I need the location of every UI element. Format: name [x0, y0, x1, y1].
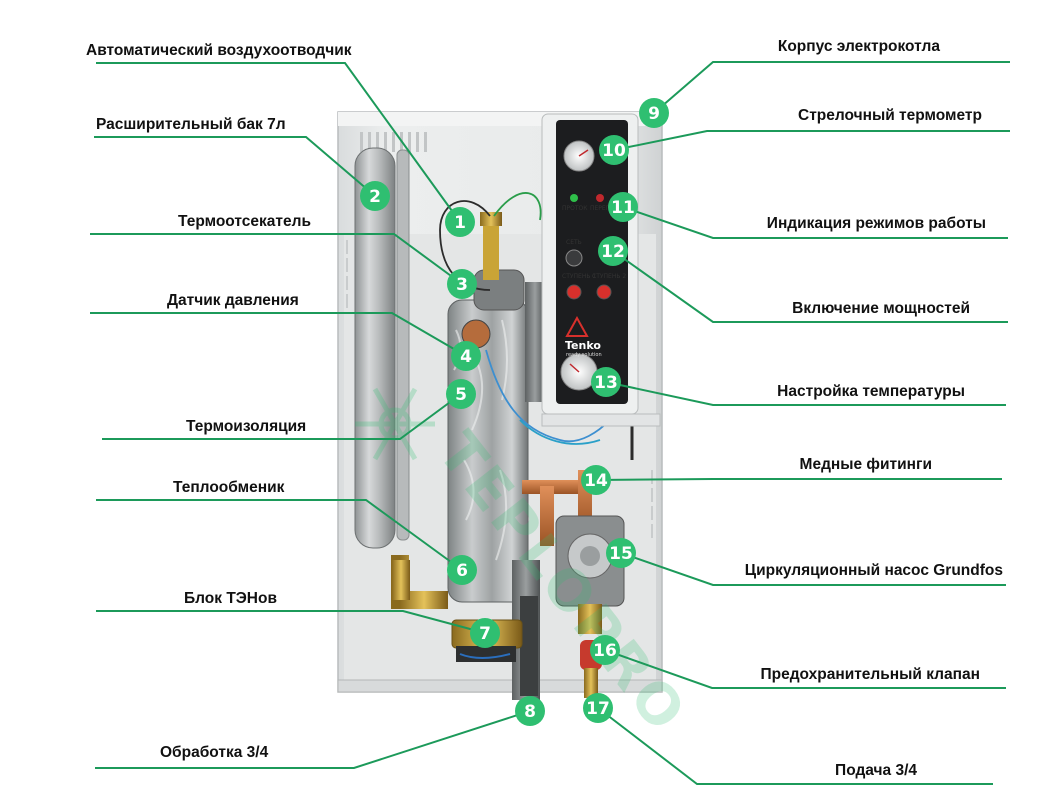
- badge-6: 6: [447, 555, 477, 585]
- badge-2: 2: [360, 181, 390, 211]
- panel-brand: Tenko: [565, 339, 601, 352]
- badge-11: 11: [608, 192, 638, 222]
- label-mode-indication: Индикация режимов работы: [766, 215, 986, 232]
- svg-text:2: 2: [369, 187, 381, 207]
- panel-label-net: СЕТЬ: [566, 239, 582, 246]
- svg-text:7: 7: [479, 624, 491, 644]
- svg-text:4: 4: [460, 347, 472, 367]
- panel-brand-sub: ready solution: [566, 352, 602, 358]
- badge-4: 4: [451, 341, 481, 371]
- label-boiler-body: Корпус электрокотла: [777, 38, 940, 55]
- svg-text:15: 15: [609, 544, 633, 564]
- badge-3: 3: [447, 269, 477, 299]
- label-power-switching: Включение мощностей: [792, 300, 970, 317]
- badge-1: 1: [445, 207, 475, 237]
- badge-10: 10: [599, 135, 629, 165]
- label-copper-fittings: Медные фитинги: [799, 456, 932, 473]
- badge-5: 5: [446, 379, 476, 409]
- badge-12: 12: [598, 236, 628, 266]
- badge-13: 13: [591, 367, 621, 397]
- panel-label-stage1: СТУПЕНЬ 1: [562, 273, 596, 280]
- svg-text:6: 6: [456, 561, 468, 581]
- badge-7: 7: [470, 618, 500, 648]
- badge-17: 17: [583, 693, 613, 723]
- expansion-tank: [354, 147, 410, 549]
- label-thermal-cutoff: Термоотсекатель: [178, 213, 311, 230]
- svg-text:13: 13: [594, 373, 618, 393]
- circulation-pump: [555, 515, 625, 698]
- label-heating-block: Блок ТЭНов: [184, 590, 277, 607]
- label-expansion-tank: Расширительный бак 7л: [96, 116, 286, 133]
- badge-14: 14: [581, 465, 611, 495]
- label-heat-exchanger: Теплообменик: [173, 479, 285, 496]
- panel-label-stage2: СТУПЕНЬ 2: [592, 273, 626, 280]
- svg-text:8: 8: [524, 702, 536, 722]
- heat-exchanger-cylinder: [447, 212, 529, 603]
- svg-text:14: 14: [584, 471, 608, 491]
- number-badges: 1 2 3 4 5 6 7 8 9 10 11 12 13 14 15 16 1…: [360, 98, 669, 726]
- panel-label-overheat: ПЕРЕГРЕВ: [590, 205, 621, 212]
- svg-text:9: 9: [648, 104, 660, 124]
- svg-text:12: 12: [601, 242, 625, 262]
- control-panel: ПРОТОК ПЕРЕГРЕВ СЕТЬ СТУПЕНЬ 1 СТУПЕНЬ 2…: [541, 113, 661, 427]
- svg-text:1: 1: [454, 213, 466, 233]
- label-supply-connection: Подача 3/4: [835, 762, 917, 779]
- label-air-vent: Автоматический воздухоотводчик: [86, 42, 352, 59]
- svg-text:5: 5: [455, 385, 467, 405]
- label-dial-thermometer: Стрелочный термометр: [798, 107, 982, 124]
- badge-8: 8: [515, 696, 545, 726]
- label-grundfos-pump: Циркуляционный насос Grundfos: [744, 562, 1003, 579]
- label-insulation: Термоизоляция: [186, 418, 307, 435]
- badge-16: 16: [590, 635, 620, 665]
- svg-text:10: 10: [602, 141, 626, 161]
- svg-text:16: 16: [593, 641, 617, 661]
- leader-lines: [90, 61, 1010, 785]
- label-pressure-sensor: Датчик давления: [167, 292, 299, 309]
- panel-label-flow: ПРОТОК: [562, 205, 588, 212]
- svg-text:3: 3: [456, 275, 468, 295]
- label-safety-valve: Предохранительный клапан: [760, 666, 980, 683]
- svg-text:17: 17: [586, 699, 610, 719]
- label-return-connection: Обработка 3/4: [160, 744, 269, 761]
- label-temperature-setting: Настройка температуры: [777, 383, 965, 400]
- badge-9: 9: [639, 98, 669, 128]
- badge-15: 15: [606, 538, 636, 568]
- svg-text:11: 11: [611, 198, 635, 218]
